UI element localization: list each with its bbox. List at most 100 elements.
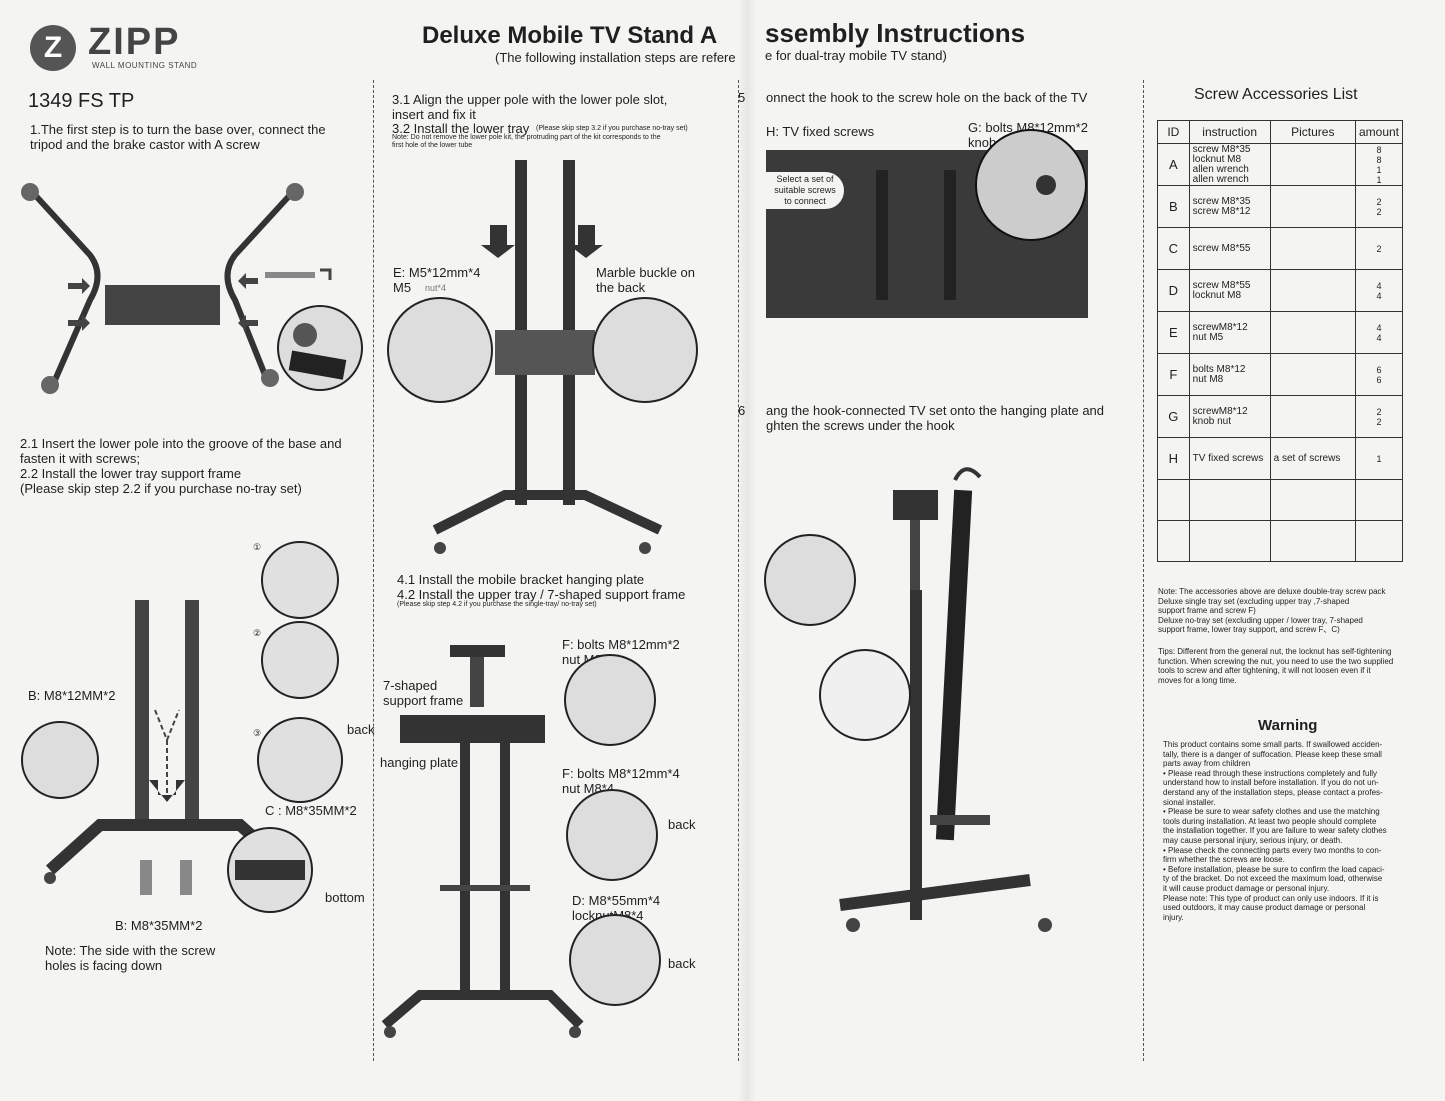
step1-base-illustration: [21, 183, 363, 394]
cell-picture: [1269, 353, 1356, 396]
cell-id: D: [1157, 269, 1190, 312]
table-row: [1157, 520, 1404, 562]
cell-picture: a set of screws: [1269, 437, 1356, 480]
label-b-m8x35: B: M8*35MM*2: [115, 918, 203, 933]
cell-amount: 2 2: [1354, 395, 1404, 438]
cell-amount: 4 4: [1354, 269, 1404, 312]
cell-instruction: screw M8*35 locknut M8 allen wrench alle…: [1188, 143, 1271, 186]
label-f2: F: bolts M8*12mm*4 nut M8*4: [562, 766, 680, 796]
step5-number: 5: [738, 90, 746, 105]
cell-id: F: [1157, 353, 1190, 396]
label-select-screws: Select a set of suitable screws to conne…: [766, 172, 844, 209]
label-b-m8x12: B: M8*12MM*2: [28, 688, 116, 703]
cell-instruction: [1188, 520, 1271, 562]
step6-number: 6: [738, 403, 746, 418]
cell-id: E: [1157, 311, 1190, 354]
cell-instruction: screw M8*55 locknut M8: [1188, 269, 1271, 312]
cell-picture: [1269, 520, 1356, 562]
cell-picture: [1269, 311, 1356, 354]
step6-tv-mount-illustration: [764, 467, 1052, 932]
page-title: Deluxe Mobile TV Stand A: [422, 22, 718, 49]
cell-instruction: TV fixed screws: [1188, 437, 1271, 480]
cell-amount: 2: [1354, 227, 1404, 270]
cell-id: H: [1157, 437, 1190, 480]
step4-text: 4.1 Install the mobile bracket hanging p…: [397, 572, 686, 602]
cell-picture: [1269, 269, 1356, 312]
fold-line: [1143, 80, 1144, 1061]
label-e-nut: nut*4: [425, 283, 447, 293]
table-header-row: ID instruction Pictures amount: [1157, 120, 1404, 144]
cell-amount: [1354, 479, 1404, 521]
label-e-m5: E: M5*12mm*4 M5: [393, 265, 481, 295]
cell-id: A: [1157, 143, 1190, 186]
label-marble-buckle: Marble buckle on the back: [596, 265, 695, 295]
page-title-right: ssembly Instructions: [765, 18, 1026, 48]
cell-picture: [1269, 479, 1356, 521]
cell-id: B: [1157, 185, 1190, 228]
step5-text: onnect the hook to the screw hole on the…: [766, 90, 1088, 105]
step2-note: Note: The side with the screw holes is f…: [45, 943, 216, 973]
logo-badge: Z: [30, 25, 76, 71]
cell-instruction: screwM8*12 nut M5: [1188, 311, 1271, 354]
cell-amount: 1: [1354, 437, 1404, 480]
table-row: [1157, 479, 1404, 521]
cell-amount: 6 6: [1354, 353, 1404, 396]
header-instruction: instruction: [1188, 120, 1271, 144]
step2-num-3: ③: [253, 728, 262, 738]
label-back-f2: back: [668, 817, 696, 832]
cell-amount: [1354, 520, 1404, 562]
brand-name: ZIPP: [88, 21, 181, 63]
step3-2-skip: (Please skip step 3.2 if you purchase no…: [536, 125, 688, 132]
step2-num-1: ①: [253, 542, 262, 552]
cell-picture: [1269, 395, 1356, 438]
cell-id: G: [1157, 395, 1190, 438]
header-amount: amount: [1354, 120, 1404, 144]
step3-note: Note: Do not remove the lower pole kit, …: [392, 134, 661, 149]
label-bottom: bottom: [325, 890, 365, 905]
label-c-m8x35: C : M8*35MM*2: [265, 803, 357, 818]
brand-logo: Z ZIPP WALL MOUNTING STAND: [30, 21, 220, 75]
step2-num-2: ②: [253, 628, 262, 638]
cell-instruction: screw M8*35 screw M8*12: [1188, 185, 1271, 228]
accessories-note: Note: The accessories above are deluxe d…: [1158, 587, 1386, 635]
cell-instruction: screwM8*12 knob nut: [1188, 395, 1271, 438]
cell-picture: [1269, 143, 1356, 186]
cell-id: [1157, 479, 1190, 521]
step2-pole-illustration: [21, 541, 343, 913]
brand-tagline: WALL MOUNTING STAND: [92, 61, 198, 70]
cell-instruction: screw M8*55: [1188, 227, 1271, 270]
fold-line: [373, 80, 374, 1061]
step4-skip: (Please skip step 4.2 if you purchase th…: [397, 601, 597, 608]
page-subtitle: (The following installation steps are re…: [495, 50, 736, 65]
step4-stand-illustration: [381, 645, 661, 1038]
cell-amount: 2 2: [1354, 185, 1404, 228]
label-h-screws: H: TV fixed screws: [766, 124, 875, 139]
cell-instruction: bolts M8*12 nut M8: [1188, 353, 1271, 396]
cell-amount: 8 8 1 1: [1354, 143, 1404, 186]
label-hanging-plate: hanging plate: [380, 755, 459, 770]
label-back-d: back: [668, 956, 696, 971]
step1-text: 1.The first step is to turn the base ove…: [30, 122, 326, 152]
label-seven-frame: 7-shaped support frame: [383, 678, 464, 708]
cell-picture: [1269, 185, 1356, 228]
paper-crease: [738, 0, 756, 1101]
step2-text: 2.1 Insert the lower pole into the groov…: [20, 436, 342, 496]
step3-stand-illustration: [387, 160, 698, 554]
cell-amount: 4 4: [1354, 311, 1404, 354]
label-back: back: [347, 722, 375, 737]
accessories-title: Screw Accessories List: [1194, 86, 1358, 103]
tips-text: Tips: Different from the general nut, th…: [1158, 647, 1394, 685]
cell-instruction: [1188, 479, 1271, 521]
header-id: ID: [1157, 120, 1190, 144]
page-subtitle-right: e for dual-tray mobile TV stand): [765, 48, 947, 63]
step3-2-text: 3.2 Install the lower tray: [392, 121, 530, 136]
